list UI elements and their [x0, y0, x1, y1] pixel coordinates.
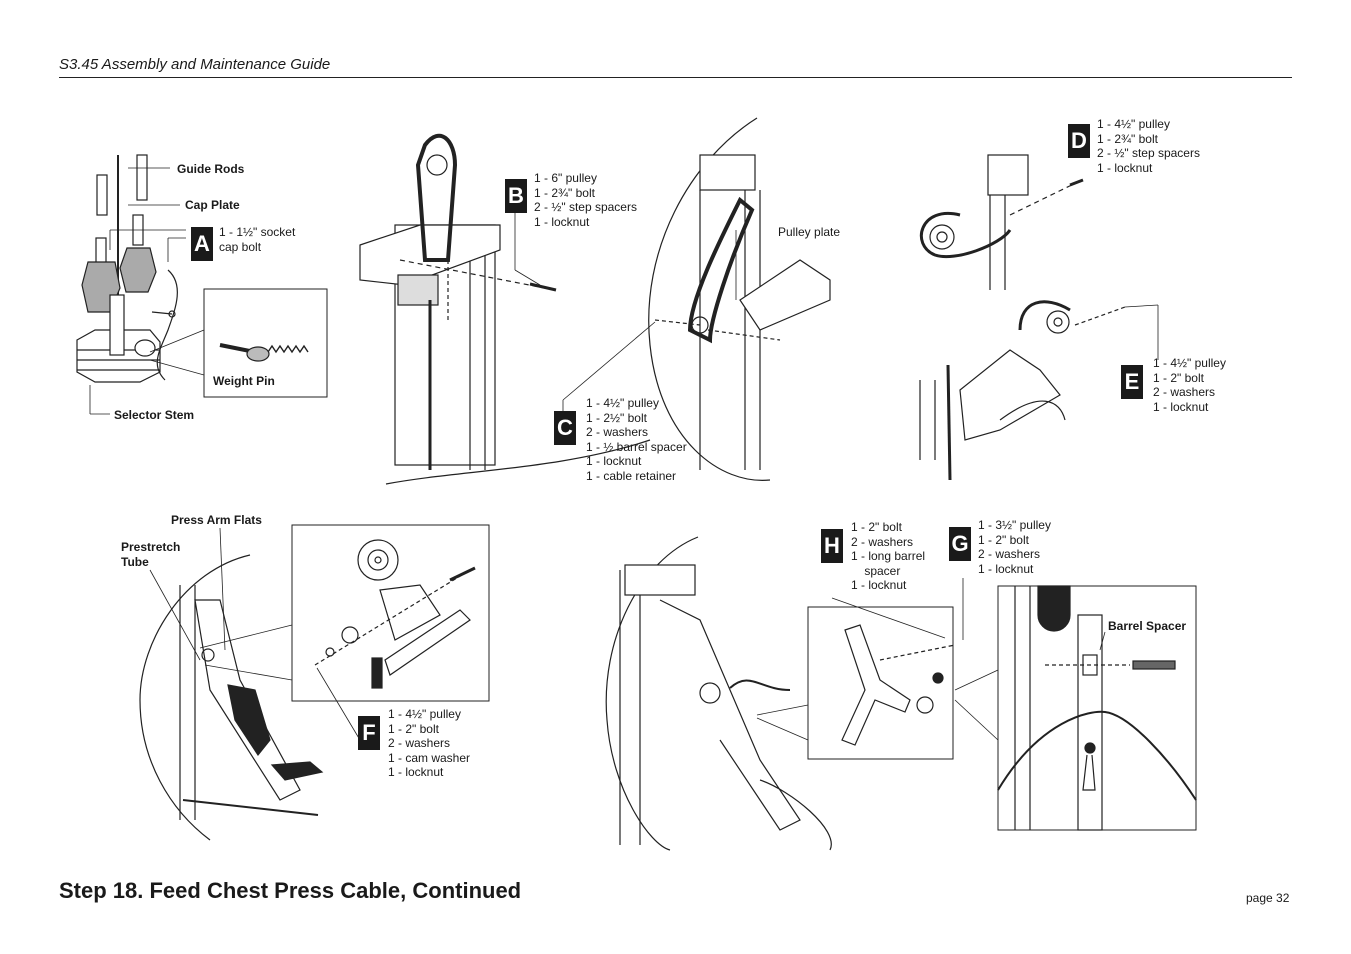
badge-d: D	[1068, 124, 1090, 158]
badge-b: B	[505, 179, 527, 213]
step-title: Step 18. Feed Chest Press Cable, Continu…	[59, 878, 522, 903]
header-rule	[59, 77, 1292, 78]
parts-list-a: 1 - 1½" socket cap bolt	[219, 225, 296, 254]
parts-list-g: 1 - 3½" pulley 1 - 2" bolt 2 - washers 1…	[978, 518, 1051, 576]
label-cap-plate: Cap Plate	[185, 198, 240, 212]
badge-c: C	[554, 411, 576, 445]
label-selector-stem: Selector Stem	[114, 408, 195, 422]
cable-routing-drawing	[605, 536, 1197, 851]
badge-h: H	[821, 529, 843, 563]
label-weight-pin: Weight Pin	[213, 374, 275, 388]
parts-list-e: 1 - 4½" pulley 1 - 2" bolt 2 - washers 1…	[1153, 356, 1226, 414]
page-number: page 32	[1246, 891, 1290, 905]
badge-e: E	[1121, 365, 1143, 399]
press-arm-drawing	[139, 524, 490, 841]
label-press-arm-flats: Press Arm Flats	[171, 513, 262, 527]
pulley-tower-drawing	[359, 117, 831, 485]
label-prestretch-tube: Prestretch Tube	[121, 540, 181, 569]
badge-a: A	[191, 227, 213, 261]
label-pulley-plate: Pulley plate	[778, 225, 841, 239]
label-barrel-spacer: Barrel Spacer	[1108, 619, 1187, 633]
label-guide-rods: Guide Rods	[177, 162, 245, 176]
parts-list-h: 1 - 2" bolt 2 - washers 1 - long barrel …	[851, 520, 926, 592]
guide-title: S3.45 Assembly and Maintenance Guide	[59, 56, 331, 73]
badge-f: F	[358, 716, 380, 750]
badge-g: G	[949, 527, 971, 561]
weight-stack-drawing	[76, 154, 328, 415]
parts-list-b: 1 - 6" pulley 1 - 2¾" bolt 2 - ½" step s…	[534, 171, 637, 229]
parts-list-d: 1 - 4½" pulley 1 - 2¾" bolt 2 - ½" step …	[1097, 117, 1200, 175]
cam-pulley-drawing	[919, 154, 1159, 481]
parts-list-f: 1 - 4½" pulley 1 - 2" bolt 2 - washers 1…	[388, 707, 471, 779]
parts-list-c: 1 - 4½" pulley 1 - 2½" bolt 2 - washers …	[586, 396, 687, 483]
